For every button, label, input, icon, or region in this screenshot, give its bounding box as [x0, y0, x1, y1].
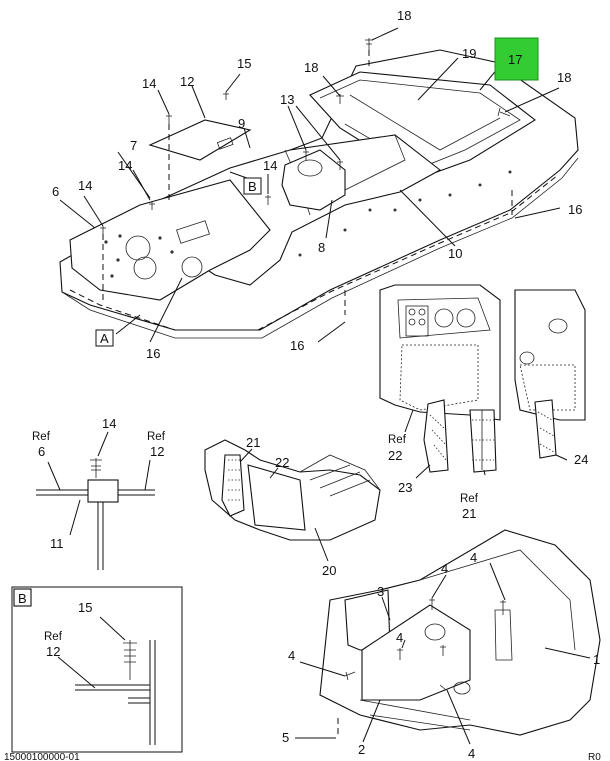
fasteners-main: [100, 38, 513, 315]
callout-9: 9: [238, 116, 245, 131]
mat-22: [423, 399, 449, 473]
detail-side-panel: [204, 439, 381, 562]
ref-number-22: 22: [388, 448, 402, 463]
callout-15-detail: 15: [78, 600, 92, 615]
view-b-marker-label: B: [248, 179, 257, 194]
seat-riser-9: [281, 149, 346, 211]
callout-16-right: 16: [568, 202, 582, 217]
floor-assembly: [59, 49, 579, 339]
ref-number-12-b: 12: [46, 644, 60, 659]
callout-13: 13: [280, 92, 294, 107]
cover-plate-12: [148, 119, 252, 161]
view-b-label: B: [18, 591, 27, 606]
rear-panel-19: [309, 71, 536, 179]
view-a-label: A: [100, 331, 109, 346]
ref-number-21: 21: [462, 506, 476, 521]
callout-2: 2: [358, 742, 365, 757]
ref-label-12: Ref: [147, 431, 166, 443]
callout-24: 24: [574, 452, 588, 467]
callout-12: 12: [180, 74, 194, 89]
callout-3: 3: [377, 584, 384, 599]
callout-16-left: 16: [146, 346, 160, 361]
callout-16-bottom: 16: [290, 338, 304, 353]
callout-19: 19: [462, 46, 476, 61]
view-b-marker-box: [243, 177, 262, 195]
ref-label-21: Ref: [460, 493, 479, 505]
mat-21: [469, 409, 497, 473]
view-a-box: [95, 329, 114, 347]
callout-4-e: 4: [468, 746, 475, 761]
callout-14-detail: 14: [102, 416, 116, 431]
ref-number-6: 6: [38, 444, 45, 459]
callout-10: 10: [448, 246, 462, 261]
callout-20: 20: [322, 563, 336, 578]
doc-number-left: 15000100000-01: [4, 752, 80, 761]
callout-22-center: 22: [275, 455, 289, 470]
ref-label-22: Ref: [388, 434, 407, 446]
callout-14-d: 14: [78, 178, 92, 193]
callout-4-a: 4: [441, 561, 448, 576]
callout-4-b: 4: [470, 550, 477, 565]
callout-18-right: 18: [557, 70, 571, 85]
callout-11: 11: [50, 536, 64, 551]
callout-21-center: 21: [246, 435, 260, 450]
doc-number-right: R0: [588, 752, 601, 761]
detail-view-b: [11, 586, 183, 753]
ref-label-6: Ref: [32, 431, 51, 443]
callout-labels: 18 19 17 18 18 13 15 12 14 9 7 14 14 6 1…: [18, 8, 600, 761]
callout-18-top: 18: [397, 8, 411, 23]
ref-number-12: 12: [150, 444, 164, 459]
detail-lower-right: [295, 529, 601, 745]
callout-14-b: 14: [118, 158, 132, 173]
callout-7: 7: [130, 138, 137, 153]
detail-fastener: [36, 431, 155, 570]
dashboard-detail: [379, 284, 586, 479]
mat-24: [534, 399, 557, 459]
callout-14-a: 14: [142, 76, 156, 91]
callout-23: 23: [398, 480, 412, 495]
callout-5: 5: [282, 730, 289, 745]
highlight-callout-17[interactable]: [494, 37, 539, 81]
ref-label-12-b: Ref: [44, 631, 63, 643]
callout-14-c: 14: [263, 158, 277, 173]
callout-4-c: 4: [396, 630, 403, 645]
callout-18-mid: 18: [304, 60, 318, 75]
callout-15-top: 15: [237, 56, 251, 71]
callout-4-d: 4: [288, 648, 295, 663]
callout-1: 1: [593, 652, 600, 667]
callout-6: 6: [52, 184, 59, 199]
callout-8: 8: [318, 240, 325, 255]
callout-17: 17: [508, 52, 522, 67]
floor-plate-6: [69, 179, 271, 301]
